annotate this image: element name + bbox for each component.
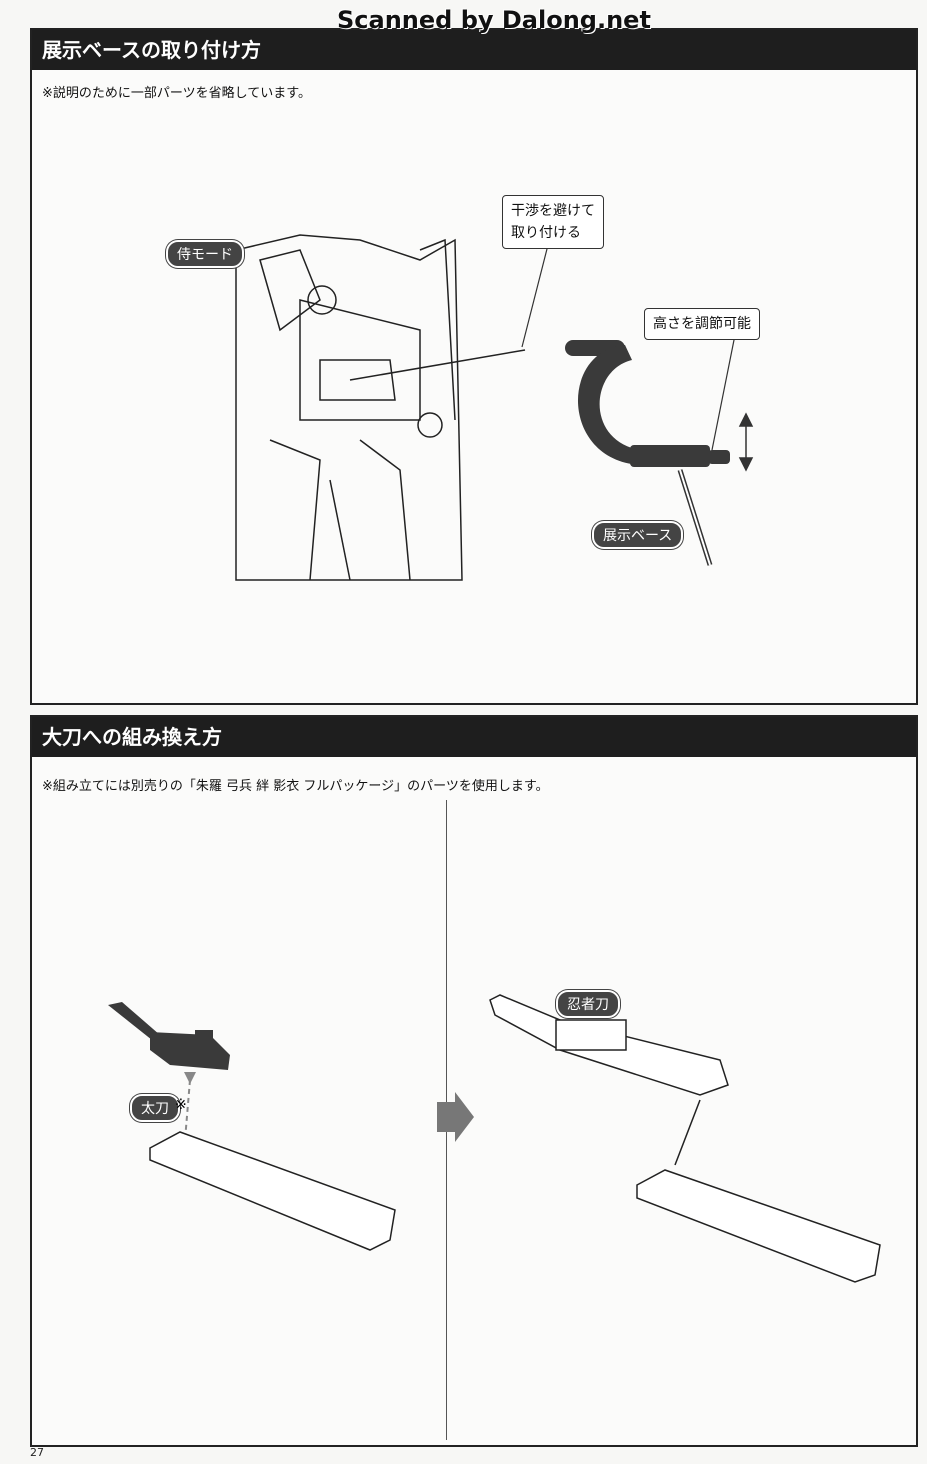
label-samurai-mode: 侍モード [166,240,244,268]
display-base-arm [565,340,730,566]
section-title: 大刀への組み換え方 [32,717,916,757]
ninjato-blade [489,994,729,1096]
next-step-arrow-icon [437,1092,474,1142]
page-number: 27 [30,1446,44,1459]
label-tachi: 太刀 [130,1094,180,1122]
label-tachi-mark: ※ [175,1097,187,1113]
section-note: ※組み立てには別売りの「朱羅 弓兵 絆 影衣 フルパッケージ」のパーツを使用しま… [42,779,549,794]
label-avoid-interference: 干渉を避けて 取り付ける [502,195,604,249]
attach-line [349,349,526,381]
height-adjust-arrow-icon [738,412,754,472]
label-line: 取り付ける [511,225,581,241]
label-display-base: 展示ベース [592,521,684,549]
section-display-base: 展示ベースの取り付け方 ※説明のために一部パーツを省略しています。 [30,28,918,705]
section-tachi-conversion: 大刀への組み換え方 ※組み立てには別売りの「朱羅 弓兵 絆 影衣 フルパッケージ… [30,715,918,1447]
section-title: 展示ベースの取り付け方 [32,30,916,70]
label-line: 干渉を避けて [511,203,595,219]
watermark: Scanned by Dalong.net [337,6,651,34]
scabbard-right [636,1169,881,1283]
label-ninjato: 忍者刀 [556,990,620,1018]
display-base-illustration [235,234,754,581]
scabbard-left [149,1131,396,1251]
label-height-adjustable: 高さを調節可能 [644,308,760,340]
robot-figure [235,234,463,581]
tachi-blade [108,1002,230,1070]
tachi-illustration [108,994,881,1283]
section-note: ※説明のために一部パーツを省略しています。 [42,86,311,101]
